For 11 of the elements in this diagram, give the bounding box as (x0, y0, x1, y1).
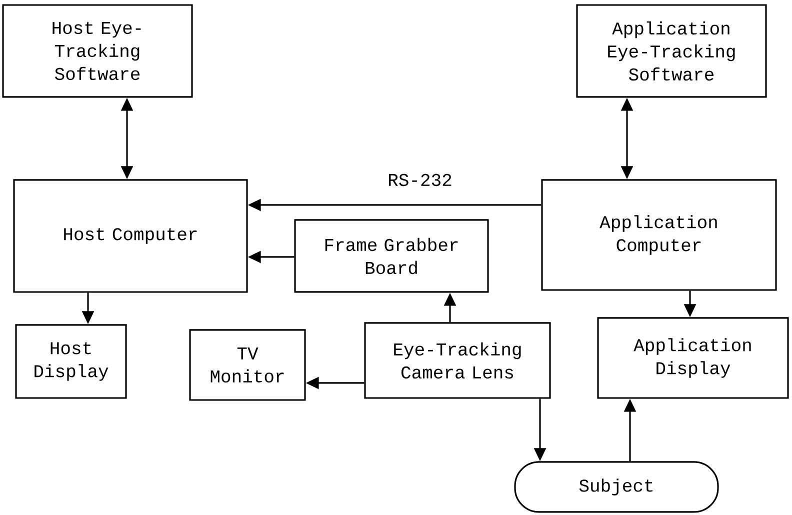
subject-box: Subject (514, 461, 719, 513)
computer-box: Application Computer (541, 179, 777, 291)
software-box: Application Eye-Tracking Software (576, 4, 767, 98)
display-box: Application Display (597, 317, 789, 399)
board-box: Frame Grabber Board (294, 219, 489, 293)
computer-box: Host Computer (13, 179, 248, 293)
edge-label: RS-232 (386, 172, 454, 188)
monitor-box: TV Monitor (189, 329, 306, 401)
camera-box: Eye-Tracking Camera Lens (364, 322, 551, 399)
display-box: Host Display (15, 324, 127, 399)
software-box: Host Eye-Tracking Software (2, 4, 193, 98)
